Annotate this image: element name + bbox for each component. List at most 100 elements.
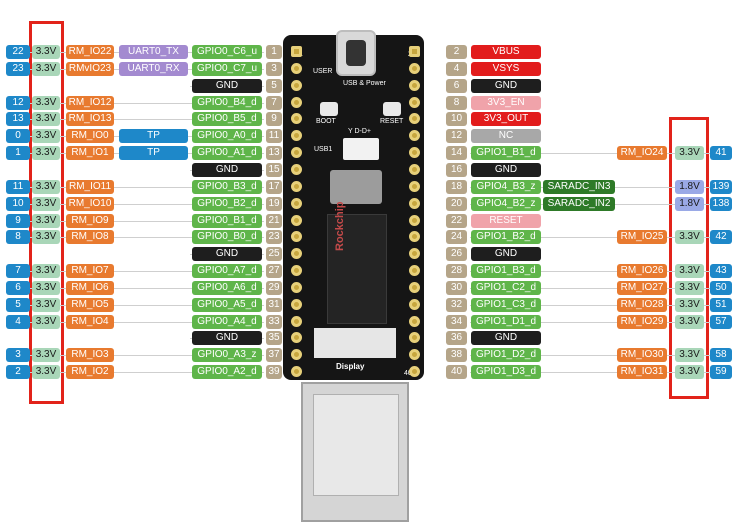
- wiringpi-number: 57: [710, 315, 732, 329]
- voltage-badge: 3.3V: [675, 298, 704, 312]
- rm-io-label: RM_IO0: [66, 129, 114, 143]
- gpio-label: GPIO0_B0_d: [192, 230, 262, 244]
- pin-hole: [409, 130, 420, 141]
- pin-number: 10: [446, 112, 467, 126]
- pin-hole: [409, 265, 420, 276]
- pin-number: 13: [266, 146, 282, 160]
- wiringpi-number: 2: [6, 365, 30, 379]
- voltage-badge: 3.3V: [32, 180, 60, 194]
- pin-hole: [291, 265, 302, 276]
- pin-number: 39: [266, 365, 282, 379]
- pin-hole: [291, 80, 302, 91]
- voltage-badge: 3.3V: [32, 197, 60, 211]
- leader-line: [14, 372, 264, 373]
- wiringpi-number: 42: [710, 230, 732, 244]
- gpio-label: GND: [471, 79, 541, 93]
- pin-hole: [291, 164, 302, 175]
- pin-hole: [291, 113, 302, 124]
- pin-hole: [291, 316, 302, 327]
- gpio-label: GPIO0_B3_d: [192, 180, 262, 194]
- pin-hole: [291, 97, 302, 108]
- rm-io-label: RM_IO24: [617, 146, 667, 160]
- rm-io-label: RM_IO22: [66, 45, 114, 59]
- gpio-label: 3V3_OUT: [471, 112, 541, 126]
- pin-number: 6: [446, 79, 467, 93]
- rm-io-label: RM_IO31: [617, 365, 667, 379]
- silk-usb1: USB1: [314, 146, 333, 153]
- wiringpi-number: 1: [6, 146, 30, 160]
- pin-hole: [291, 130, 302, 141]
- pin-hole: [409, 231, 420, 242]
- rm-io-label: RMvIO23: [66, 62, 114, 76]
- leader-line: [14, 103, 264, 104]
- leader-line: [14, 305, 264, 306]
- pin-number: 18: [446, 180, 467, 194]
- pin-number: 21: [266, 214, 282, 228]
- pin-hole: [409, 332, 420, 343]
- voltage-badge: 3.3V: [675, 348, 704, 362]
- gpio-label: GPIO0_A0_d: [192, 129, 262, 143]
- wiringpi-number: 11: [6, 180, 30, 194]
- pin-hole: [409, 80, 420, 91]
- wiringpi-number: 7: [6, 264, 30, 278]
- gpio-label: GND: [192, 79, 262, 93]
- pin-hole: [291, 198, 302, 209]
- pin-hole: [291, 332, 302, 343]
- wiringpi-number: 43: [710, 264, 732, 278]
- gpio-label: GPIO1_D2_d: [471, 348, 541, 362]
- pin-number: 33: [266, 315, 282, 329]
- rm-io-label: RM_IO12: [66, 96, 114, 110]
- pin-hole: [291, 282, 302, 293]
- gpio-label: GPIO0_A6_d: [192, 281, 262, 295]
- leader-line: [14, 237, 264, 238]
- gpio-label: GND: [192, 331, 262, 345]
- pin-number: 37: [266, 348, 282, 362]
- leader-line: [14, 221, 264, 222]
- gpio-label: GPIO0_B2_d: [192, 197, 262, 211]
- gpio-label: GND: [471, 331, 541, 345]
- gpio-label: GPIO0_A1_d: [192, 146, 262, 160]
- voltage-badge: 3.3V: [675, 264, 704, 278]
- pin-hole: [291, 349, 302, 360]
- voltage-badge: 3.3V: [675, 146, 704, 160]
- voltage-badge: 3.3V: [32, 129, 60, 143]
- silk-pin40: 40: [404, 370, 412, 377]
- pin-hole: [409, 299, 420, 310]
- rm-io-label: RM_IO25: [617, 230, 667, 244]
- gpio-label: GND: [471, 247, 541, 261]
- pin-number: 31: [266, 298, 282, 312]
- function-badge: UART0_TX: [119, 45, 188, 59]
- pin-number: 12: [446, 129, 467, 143]
- voltage-badge: 3.3V: [32, 96, 60, 110]
- pin-hole: [409, 147, 420, 158]
- highlight-box-right: [669, 117, 709, 399]
- wiringpi-number: 139: [710, 180, 732, 194]
- pin-hole: [409, 181, 420, 192]
- wiringpi-number: 59: [710, 365, 732, 379]
- ethernet-jack-front: [313, 394, 399, 496]
- voltage-badge: 3.3V: [675, 230, 704, 244]
- gpio-label: GPIO1_C2_d: [471, 281, 541, 295]
- voltage-badge: 3.3V: [32, 214, 60, 228]
- gpio-label: GPIO1_D1_d: [471, 315, 541, 329]
- pin-number: 7: [266, 96, 282, 110]
- pin-number: 25: [266, 247, 282, 261]
- voltage-badge: 3.3V: [32, 348, 60, 362]
- pin-number: 32: [446, 298, 467, 312]
- wiringpi-number: 41: [710, 146, 732, 160]
- wiringpi-number: 12: [6, 96, 30, 110]
- leader-line: [14, 288, 264, 289]
- wiringpi-number: 4: [6, 315, 30, 329]
- highlight-box-left: [29, 21, 64, 404]
- pin-number: 14: [446, 146, 467, 160]
- leader-line: [470, 322, 725, 323]
- silk-user: USER: [313, 68, 333, 75]
- pin-hole: [291, 63, 302, 74]
- pin-hole: [409, 366, 420, 377]
- rm-io-label: RM_IO5: [66, 298, 114, 312]
- pin-hole: [291, 215, 302, 226]
- leader-line: [470, 305, 725, 306]
- gpio-label: GND: [471, 163, 541, 177]
- leader-line: [14, 322, 264, 323]
- pin-number: 24: [446, 230, 467, 244]
